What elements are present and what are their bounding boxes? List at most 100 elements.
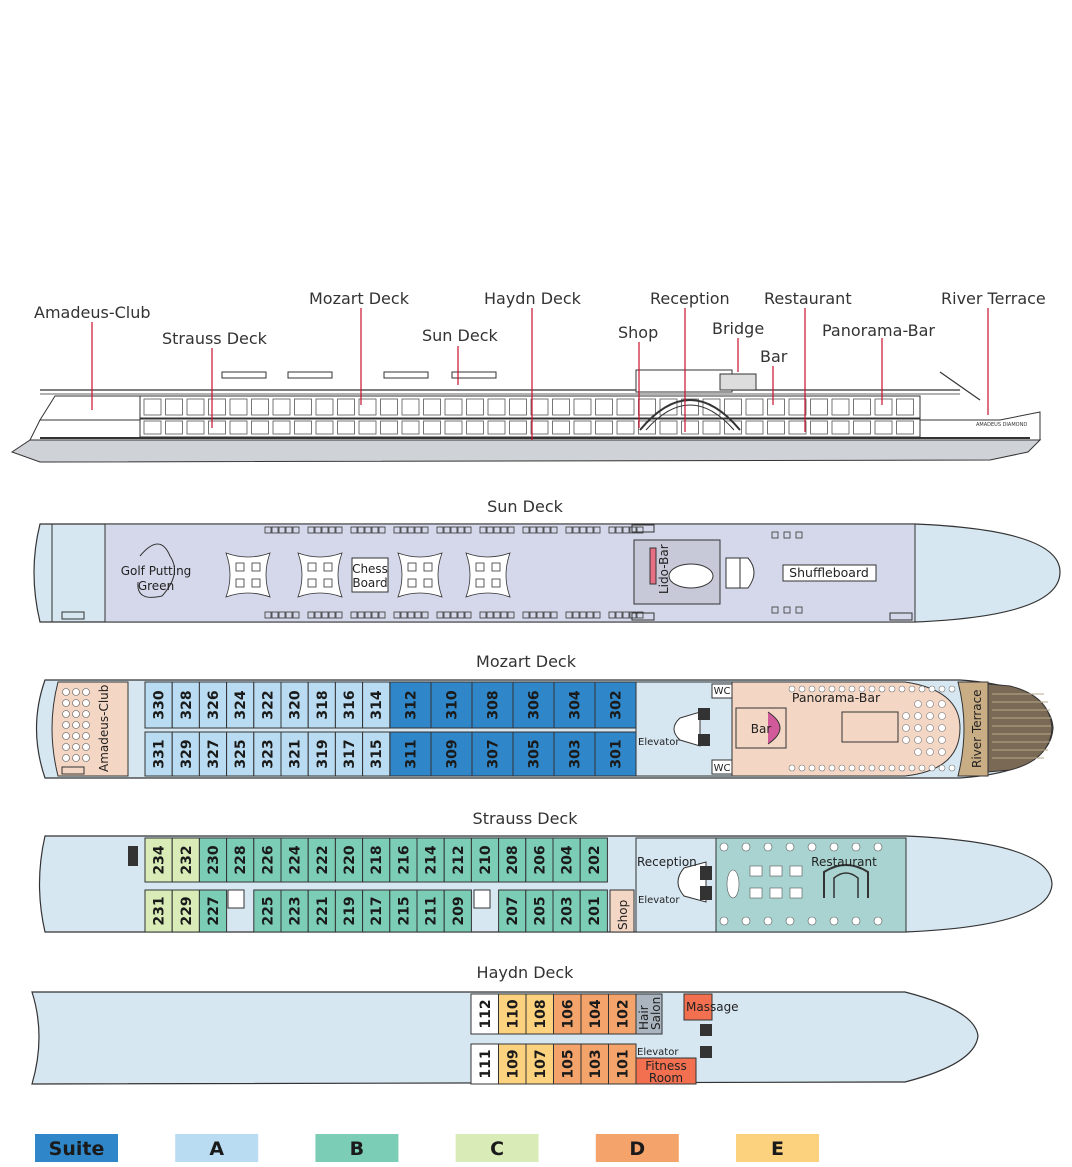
cabin-223[interactable]: 223 xyxy=(280,889,309,933)
cabin-108[interactable]: 108 xyxy=(525,993,554,1035)
cabin-226[interactable]: 226 xyxy=(253,837,282,883)
cabin-222[interactable]: 222 xyxy=(307,837,336,883)
cabin-207[interactable]: 207 xyxy=(498,889,527,933)
river-terrace-label: River Terrace xyxy=(970,689,984,768)
cabin-309[interactable]: 309 xyxy=(430,731,473,777)
cabin-311[interactable]: 311 xyxy=(389,731,432,777)
cabin-203[interactable]: 203 xyxy=(552,889,581,933)
cabin-328[interactable]: 328 xyxy=(171,681,200,729)
cabin-306[interactable]: 306 xyxy=(512,681,555,729)
cabin-202[interactable]: 202 xyxy=(579,837,608,883)
cabin-box xyxy=(362,837,391,883)
cabin-325[interactable]: 325 xyxy=(226,731,255,777)
cabin-224[interactable]: 224 xyxy=(280,837,309,883)
cabin-107[interactable]: 107 xyxy=(525,1043,554,1085)
cabin-326[interactable]: 326 xyxy=(198,681,228,729)
cabin-329[interactable]: 329 xyxy=(171,731,200,777)
cabin-103[interactable]: 103 xyxy=(580,1043,609,1085)
cabin-number: 314 xyxy=(369,690,385,719)
cabin-220[interactable]: 220 xyxy=(334,837,364,883)
cabin-208[interactable]: 208 xyxy=(498,837,527,883)
cabin-307[interactable]: 307 xyxy=(471,731,514,777)
cabin-318[interactable]: 318 xyxy=(307,681,336,729)
cabin-314[interactable]: 314 xyxy=(362,681,391,729)
cabin-109[interactable]: 109 xyxy=(498,1043,527,1085)
cabin-219[interactable]: 219 xyxy=(334,889,364,933)
cabin-number: 319 xyxy=(315,739,331,768)
cabin-106[interactable]: 106 xyxy=(553,993,582,1035)
cabin-305[interactable]: 305 xyxy=(512,731,555,777)
cabin-212[interactable]: 212 xyxy=(443,837,472,883)
cabin-box xyxy=(198,837,228,883)
cabin-box xyxy=(553,731,596,777)
cabin-302[interactable]: 302 xyxy=(594,681,637,729)
cabin-323[interactable]: 323 xyxy=(253,731,282,777)
cabin-216[interactable]: 216 xyxy=(389,837,418,883)
cabin-box xyxy=(594,731,637,777)
cabin-box xyxy=(525,1043,554,1085)
cabin-101[interactable]: 101 xyxy=(608,1043,637,1085)
cabin-218[interactable]: 218 xyxy=(362,837,391,883)
cabin-number: 320 xyxy=(288,690,304,719)
cabin-112[interactable]: 112 xyxy=(470,993,499,1035)
cabin-228[interactable]: 228 xyxy=(226,837,255,883)
label-amadeus-club: Amadeus-Club xyxy=(34,303,151,322)
cabin-227[interactable]: 227 xyxy=(198,889,228,933)
cabin-321[interactable]: 321 xyxy=(280,731,309,777)
cabin-317[interactable]: 317 xyxy=(334,731,364,777)
cabin-231[interactable]: 231 xyxy=(144,889,173,933)
cabin-327[interactable]: 327 xyxy=(198,731,228,777)
cabin-number: 202 xyxy=(587,845,603,874)
cabin-209[interactable]: 209 xyxy=(443,889,472,933)
cabin-331[interactable]: 331 xyxy=(144,731,173,777)
cabin-204[interactable]: 204 xyxy=(552,837,581,883)
cabin-301[interactable]: 301 xyxy=(594,731,637,777)
cabin-211[interactable]: 211 xyxy=(416,889,445,933)
cabin-number: 102 xyxy=(615,999,631,1028)
cabin-225[interactable]: 225 xyxy=(253,889,282,933)
cabin-324[interactable]: 324 xyxy=(226,681,255,729)
restaurant-label: Restaurant xyxy=(811,855,877,869)
cabin-316[interactable]: 316 xyxy=(334,681,364,729)
cabin-217[interactable]: 217 xyxy=(362,889,391,933)
cabin-box xyxy=(253,681,282,729)
lido-bar-label: Lido-Bar xyxy=(657,544,671,594)
cabin-110[interactable]: 110 xyxy=(498,993,527,1035)
cabin-205[interactable]: 205 xyxy=(525,889,554,933)
cabin-319[interactable]: 319 xyxy=(307,731,336,777)
cabin-104[interactable]: 104 xyxy=(580,993,609,1035)
cabin-230[interactable]: 230 xyxy=(198,837,228,883)
cabin-number: 204 xyxy=(560,845,576,874)
cabin-210[interactable]: 210 xyxy=(470,837,500,883)
cabin-box xyxy=(362,681,391,729)
cabin-310[interactable]: 310 xyxy=(430,681,473,729)
cabin-111[interactable]: 111 xyxy=(470,1043,499,1085)
cabin-box xyxy=(198,889,228,933)
cabin-322[interactable]: 322 xyxy=(253,681,282,729)
cabin-206[interactable]: 206 xyxy=(525,837,554,883)
cabin-303[interactable]: 303 xyxy=(553,731,596,777)
cabin-320[interactable]: 320 xyxy=(280,681,309,729)
cabin-215[interactable]: 215 xyxy=(389,889,418,933)
cabin-304[interactable]: 304 xyxy=(553,681,596,729)
cabin-214[interactable]: 214 xyxy=(416,837,445,883)
cabin-315[interactable]: 315 xyxy=(362,731,391,777)
cabin-box xyxy=(552,837,581,883)
cabin-number: 108 xyxy=(533,999,549,1028)
cabin-105[interactable]: 105 xyxy=(553,1043,582,1085)
cabin-221[interactable]: 221 xyxy=(307,889,336,933)
cabin-234[interactable]: 234 xyxy=(144,837,173,883)
cabin-312[interactable]: 312 xyxy=(389,681,432,729)
cabin-box xyxy=(389,837,418,883)
cabin-330[interactable]: 330 xyxy=(144,681,173,729)
cabin-102[interactable]: 102 xyxy=(608,993,637,1035)
fitness-label-1: Fitness xyxy=(645,1059,687,1073)
cabin-308[interactable]: 308 xyxy=(471,681,514,729)
haydn-deck-outline xyxy=(31,991,979,1085)
cabin-232[interactable]: 232 xyxy=(171,837,200,883)
cabin-201[interactable]: 201 xyxy=(579,889,608,933)
label-bar: Bar xyxy=(760,347,788,366)
mozart-deck-title: Mozart Deck xyxy=(476,652,577,671)
cabin-229[interactable]: 229 xyxy=(171,889,200,933)
